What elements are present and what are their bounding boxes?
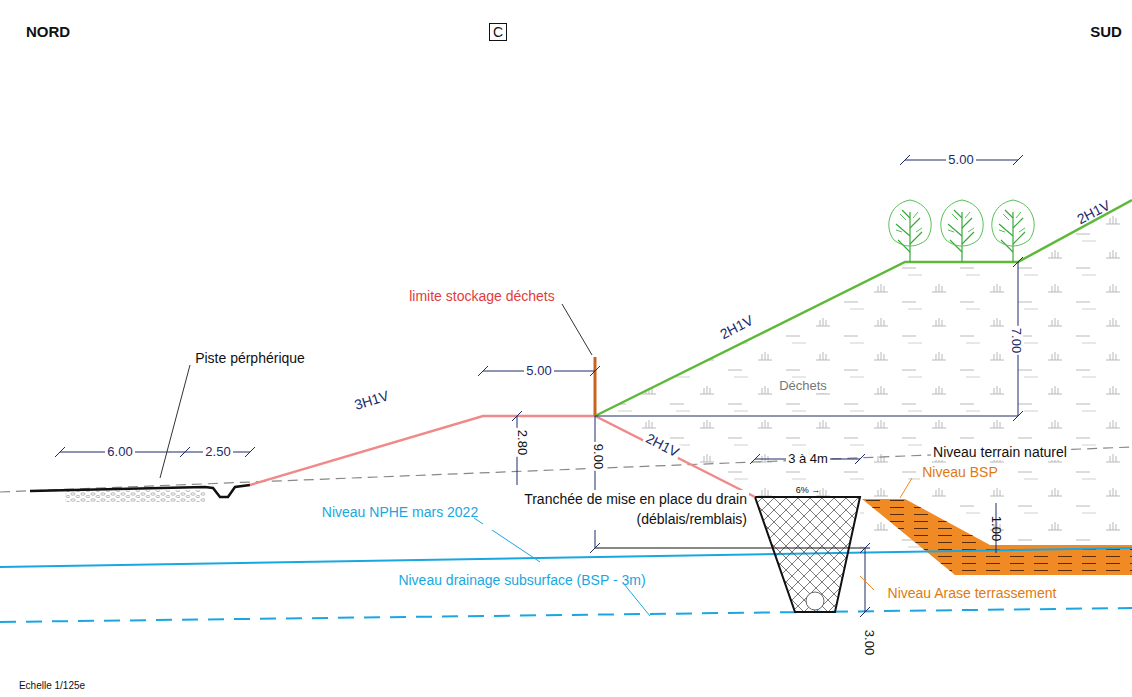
dimension: 2.50 [203, 445, 232, 460]
dimension: 7.00 [1009, 325, 1024, 354]
dimension: 2.80 [515, 427, 530, 456]
note: Piste pérphérique [195, 350, 305, 366]
dimension: 6.00 [105, 445, 134, 460]
slope-label: 6% → [796, 485, 821, 495]
level-label: Niveau NPHE mars 2022 [322, 504, 478, 520]
level-label: Niveau drainage subsurface (BSP - 3m) [398, 572, 645, 588]
dimension: 3 à 4m [786, 452, 830, 467]
dimension: 3.00 [862, 629, 877, 654]
section-mark: C [489, 23, 507, 41]
note: Tranchée de mise en place du drain (débl… [483, 490, 749, 529]
dimension: 5.00 [524, 364, 553, 379]
scale-note: Echelle 1/125e [19, 680, 85, 692]
level-label: Niveau Arase terrassement [888, 585, 1057, 601]
direction-label: SUD [1090, 23, 1122, 40]
note: limite stockage déchets [409, 288, 555, 304]
material-label: Déchets [777, 379, 829, 394]
dimension: 1.00 [989, 515, 1004, 540]
dimension: 9.00 [591, 441, 606, 470]
slope-label: 3H1V [353, 387, 391, 413]
level-label: Niveau BSP [920, 464, 999, 480]
dimension: 5.00 [946, 153, 975, 168]
direction-label: NORD [26, 23, 70, 40]
level-label: Niveau terrain naturel [931, 444, 1069, 460]
